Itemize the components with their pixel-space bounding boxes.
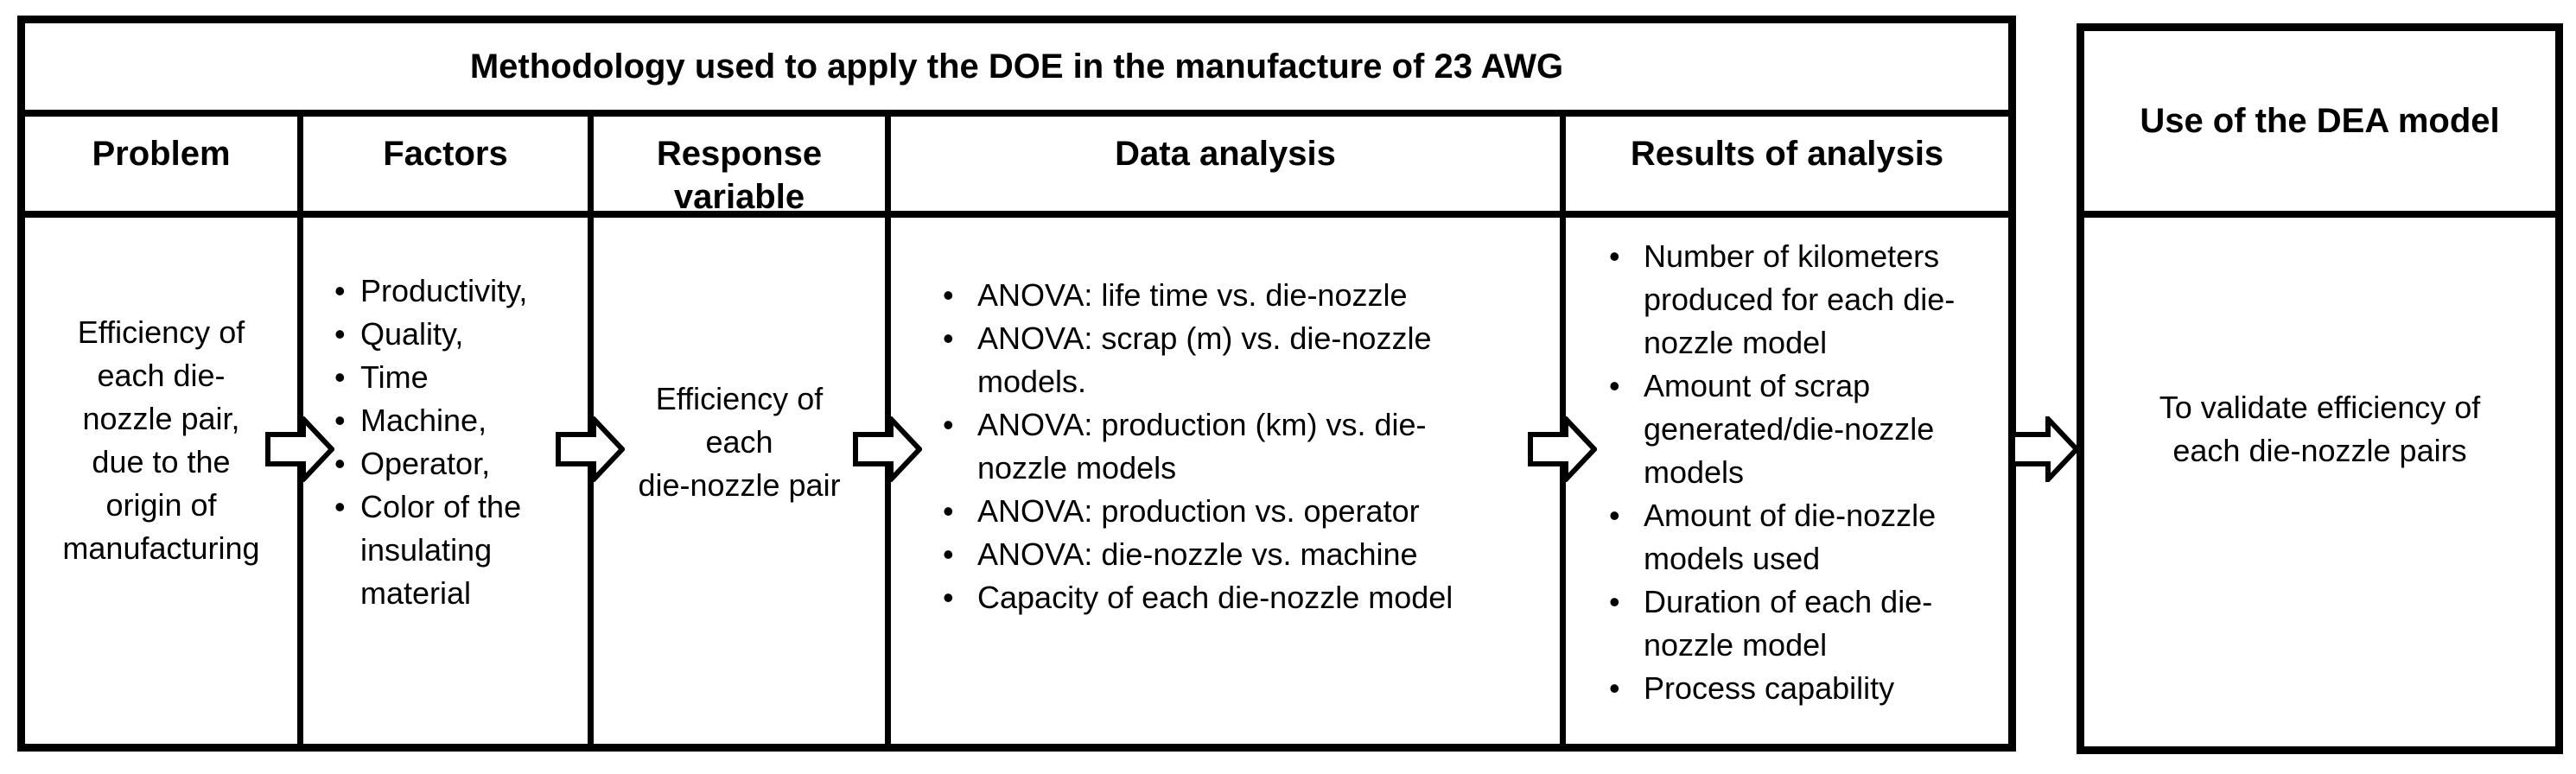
bullet-icon: • bbox=[1609, 584, 1620, 619]
list-item: • ANOVA: production vs. operator bbox=[943, 490, 1551, 533]
right-arrow-icon bbox=[2010, 416, 2079, 482]
list-item: • Time bbox=[334, 356, 581, 399]
list-item-text: Process capability bbox=[1644, 670, 1895, 706]
list-item: • Amount of die-nozzle models used bbox=[1609, 494, 2001, 580]
list-item: • Capacity of each die-nozzle model bbox=[943, 576, 1551, 619]
methodology-table: Methodology used to apply the DOE in the… bbox=[17, 16, 2016, 752]
dea-model-box: Use of the DEA model To validate efficie… bbox=[2077, 23, 2563, 754]
bullet-icon: • bbox=[334, 403, 346, 438]
data-analysis-list: • ANOVA: life time vs. die-nozzle • ANOVA: … bbox=[891, 218, 1560, 619]
list-item-text: Duration of each die- nozzle model bbox=[1644, 584, 1933, 663]
bullet-icon: • bbox=[1609, 498, 1620, 533]
bullet-icon: • bbox=[334, 359, 346, 395]
list-item-text: Amount of scrap generated/die-nozzle mod… bbox=[1644, 368, 1935, 490]
column-header-data-analysis: Data analysis bbox=[885, 117, 1560, 218]
right-arrow-icon bbox=[1528, 416, 1597, 482]
bullet-icon: • bbox=[334, 446, 346, 481]
bullet-icon: • bbox=[1609, 368, 1620, 403]
right-arrow-icon bbox=[556, 416, 625, 482]
bullet-icon: • bbox=[943, 320, 954, 356]
bullet-icon: • bbox=[1609, 670, 1620, 706]
dea-model-box-title: Use of the DEA model bbox=[2084, 31, 2555, 218]
table-title: Methodology used to apply the DOE in the… bbox=[25, 23, 2008, 117]
list-item: • Machine, bbox=[334, 399, 581, 442]
list-item: • ANOVA: life time vs. die-nozzle bbox=[943, 274, 1551, 317]
bullet-icon: • bbox=[334, 489, 346, 524]
list-item: • Duration of each die- nozzle model bbox=[1609, 580, 2001, 667]
list-item-text: Quality, bbox=[360, 316, 464, 352]
list-item-text: Productivity, bbox=[360, 273, 528, 308]
bullet-icon: • bbox=[1609, 238, 1620, 274]
list-item-text: Machine, bbox=[360, 403, 487, 438]
column-header-response-variable: Response variable bbox=[588, 117, 885, 218]
list-item: • ANOVA: production (km) vs. die- nozzle … bbox=[943, 403, 1551, 490]
bullet-icon: • bbox=[943, 493, 954, 529]
factors-list: • Productivity, • Quality, • Time • Machine, • Op… bbox=[303, 218, 588, 615]
right-arrow-icon bbox=[853, 416, 922, 482]
bullet-icon: • bbox=[334, 316, 346, 352]
list-item-text: ANOVA: production (km) vs. die- nozzle m… bbox=[977, 407, 1427, 485]
results-of-analysis-list: • Number of kilometers produced for each … bbox=[1566, 218, 2008, 710]
list-item: • Amount of scrap generated/die-nozzle mo… bbox=[1609, 365, 2001, 494]
list-item-text: Number of kilometers produced for each d… bbox=[1644, 238, 1956, 360]
list-item-text: Color of the insulating material bbox=[360, 489, 522, 611]
list-item: • ANOVA: die-nozzle vs. machine bbox=[943, 533, 1551, 576]
column-header-factors: Factors bbox=[297, 117, 588, 218]
problem-cell: Efficiency of each die- nozzle pair, due… bbox=[62, 314, 260, 566]
factors-cell: • Productivity, • Quality, • Time • Machine, • Op… bbox=[297, 218, 588, 744]
results-of-analysis-cell: • Number of kilometers produced for each … bbox=[1560, 218, 2008, 744]
list-item: • ANOVA: scrap (m) vs. die-nozzle models. bbox=[943, 317, 1551, 403]
list-item-text: Capacity of each die-nozzle model bbox=[977, 580, 1453, 615]
list-item-text: ANOVA: life time vs. die-nozzle bbox=[977, 277, 1408, 313]
list-item-text: Operator, bbox=[360, 446, 491, 481]
bullet-icon: • bbox=[943, 536, 954, 572]
list-item: • Number of kilometers produced for each … bbox=[1609, 235, 2001, 365]
right-arrow-icon bbox=[265, 416, 334, 482]
bullet-icon: • bbox=[943, 277, 954, 313]
data-analysis-cell: • ANOVA: life time vs. die-nozzle • ANOVA: … bbox=[885, 218, 1560, 744]
list-item-text: ANOVA: die-nozzle vs. machine bbox=[977, 536, 1418, 572]
list-item: • Color of the insulating material bbox=[334, 485, 581, 615]
list-item-text: ANOVA: production vs. operator bbox=[977, 493, 1420, 529]
list-item-text: ANOVA: scrap (m) vs. die-nozzle models. bbox=[977, 320, 1432, 399]
column-header-problem: Problem bbox=[25, 117, 297, 218]
bullet-icon: • bbox=[943, 580, 954, 615]
bullet-icon: • bbox=[943, 407, 954, 442]
bullet-icon: • bbox=[334, 273, 346, 308]
response-variable-cell: Efficiency of each die-nozzle pair bbox=[588, 218, 885, 744]
list-item-text: Time bbox=[360, 359, 429, 395]
list-item: • Productivity, bbox=[334, 270, 581, 313]
column-header-results-of-analysis: Results of analysis bbox=[1560, 117, 2008, 218]
list-item: • Process capability bbox=[1609, 667, 2001, 710]
dea-model-box-text: To validate efficiency of each die-nozzl… bbox=[2159, 390, 2481, 468]
list-item: • Quality, bbox=[334, 313, 581, 356]
list-item-text: Amount of die-nozzle models used bbox=[1644, 498, 1937, 576]
list-item: • Operator, bbox=[334, 442, 581, 485]
